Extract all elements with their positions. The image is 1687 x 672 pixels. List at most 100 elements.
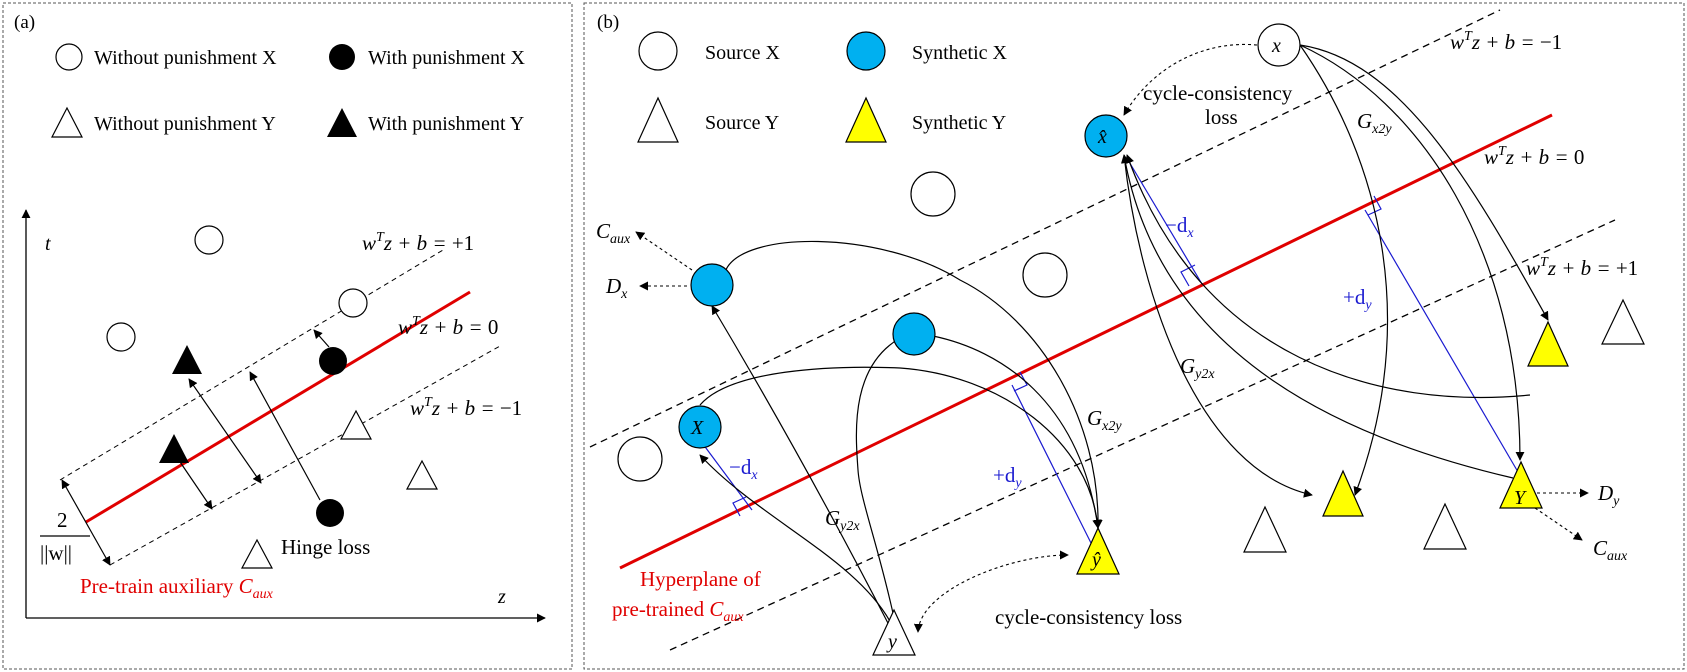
node-X [678,405,722,449]
source-x-sample [1022,252,1068,298]
panel-b-legend: Source X Synthetic X Source Y Synthetic … [637,31,1008,143]
right-angle-marker [1367,195,1382,216]
distance-lines [699,159,1519,546]
minus-dx-label-bottom: −dx [729,455,758,483]
arc-x-to-Y [1299,44,1525,461]
legend-synthetic-x: Synthetic X [912,42,1008,64]
panel-b: (b) Source X Synthetic X Source Y Synthe… [583,2,1685,670]
gy2x-label-top: Gy2x [1180,354,1215,382]
gx2y-label-top: Gx2y [1357,109,1392,137]
node-xhat-label: x̂ [1097,126,1107,148]
plus-dy-label-right: +dy [1343,285,1372,313]
legend-source-y-triangle [637,96,679,143]
margin-line-minus-one [109,345,501,566]
equation-plus-one: wTz + b = +1 [1526,255,1638,280]
cycle-consistency-top-arrow [1123,43,1258,116]
panel-a-border [2,2,573,670]
sample-open-circle [106,322,136,352]
legend-with-punishment-x: With punishment X [368,47,526,69]
legend-filled-circle [329,44,355,70]
legend-without-punishment-x: Without punishment X [94,47,277,69]
legend-synthetic-x-circle [846,31,886,71]
arc-Y-to-xhat [1120,154,1514,479]
margin-denominator: ||w|| [40,541,72,565]
node-x [1257,23,1301,67]
equation-minus-one: wTz + b = −1 [410,395,522,420]
legend-synthetic-y: Synthetic Y [912,112,1006,134]
node-Y [1499,460,1543,509]
sample-filled-triangle [159,434,189,463]
sample-filled-circle [316,499,344,527]
hyperplane-caption-line2: pre-trained Caux [612,597,744,625]
caux-x-label: Caux [596,219,631,247]
equation-plus-one: wTz + b = +1 [362,230,474,255]
dy-label: Dy [1597,481,1620,509]
distance-line-xhat [1127,159,1203,285]
hinge-loss-label: Hinge loss [281,535,370,559]
to-caux-y-arrow [1534,507,1583,541]
legend-without-punishment-y: Without punishment Y [94,113,276,135]
node-xhat [1084,114,1128,158]
pretrain-auxiliary-label: Pre-train auxiliary Caux [80,574,274,602]
source-x-sample [910,171,956,217]
source-y-sample [1423,502,1467,550]
sample-open-circle [194,225,224,255]
legend-synthetic-y-triangle [845,96,887,143]
margin-line-minus-one [589,9,1501,448]
panel-b-tag: (b) [597,12,619,33]
right-angle-marker [1013,371,1028,392]
node-dx-synthetic [690,263,734,307]
node-synthetic-y [1527,320,1569,367]
plus-dy-label-bottom: +dy [993,463,1022,491]
hinge-arrow [188,378,262,484]
source-x-sample [617,436,663,482]
node-yhat-label: ŷ [1090,549,1101,571]
hyperplane-caption-line1: Hyperplane of [640,567,761,591]
right-angle-marker [1180,264,1196,287]
equation-zero: wTz + b = 0 [398,314,498,339]
panel-b-border [583,2,1685,670]
arc-x-to-Y-synth [1299,44,1389,496]
equation-zero: wTz + b = 0 [1484,144,1584,169]
arc-synth-to-yhat [932,335,1102,529]
t-axis-label: t [45,233,51,255]
hyperplane [619,113,1553,570]
equation-minus-one: wTz + b = −1 [1450,29,1562,54]
margin-width-arrow [61,479,111,566]
margin-line-plus-one [669,219,1616,651]
dx-label: Dx [605,274,628,302]
cycle-consistency-top-line2: loss [1205,105,1238,129]
legend-open-circle [55,43,83,71]
gx2y-label-bottom: Gx2y [1087,406,1122,434]
arc-xhat-to-Y-synth [1123,154,1313,498]
node-y-label: y [886,631,897,653]
hinge-push-arrow [313,329,330,348]
node-Y-label: Y [1514,487,1527,509]
panel-a-tag: (a) [14,12,35,33]
legend-source-y: Source Y [705,112,779,134]
sample-filled-triangle [172,345,202,374]
panel-a-legend: Without punishment X With punishment X W… [51,43,526,138]
node-X-label: X [690,417,704,439]
to-caux-x-arrow [635,231,693,271]
gy2x-label-bottom: Gy2x [825,506,860,534]
arc-y-to-synth [855,333,909,628]
sample-open-triangle [405,459,439,490]
minus-dx-label-top: −dx [1165,213,1194,241]
hinge-arrow [249,371,321,501]
legend-source-x-circle [638,31,678,71]
legend-filled-triangle [327,108,357,137]
sample-open-triangle [339,409,373,440]
source-y-sample [1243,505,1287,553]
decision-boundary [85,290,471,524]
arc-Y-to-xhat [1125,154,1531,399]
legend-open-triangle [51,106,83,138]
source-y-sample [1601,298,1645,345]
margin-numerator: 2 [57,508,68,532]
arc-X-to-yhat [699,366,1102,529]
node-y [872,608,916,656]
cycle-consistency-top-line1: cycle-consistency [1143,81,1293,105]
right-angle-marker [732,496,747,517]
node-x-label: x [1271,35,1281,57]
